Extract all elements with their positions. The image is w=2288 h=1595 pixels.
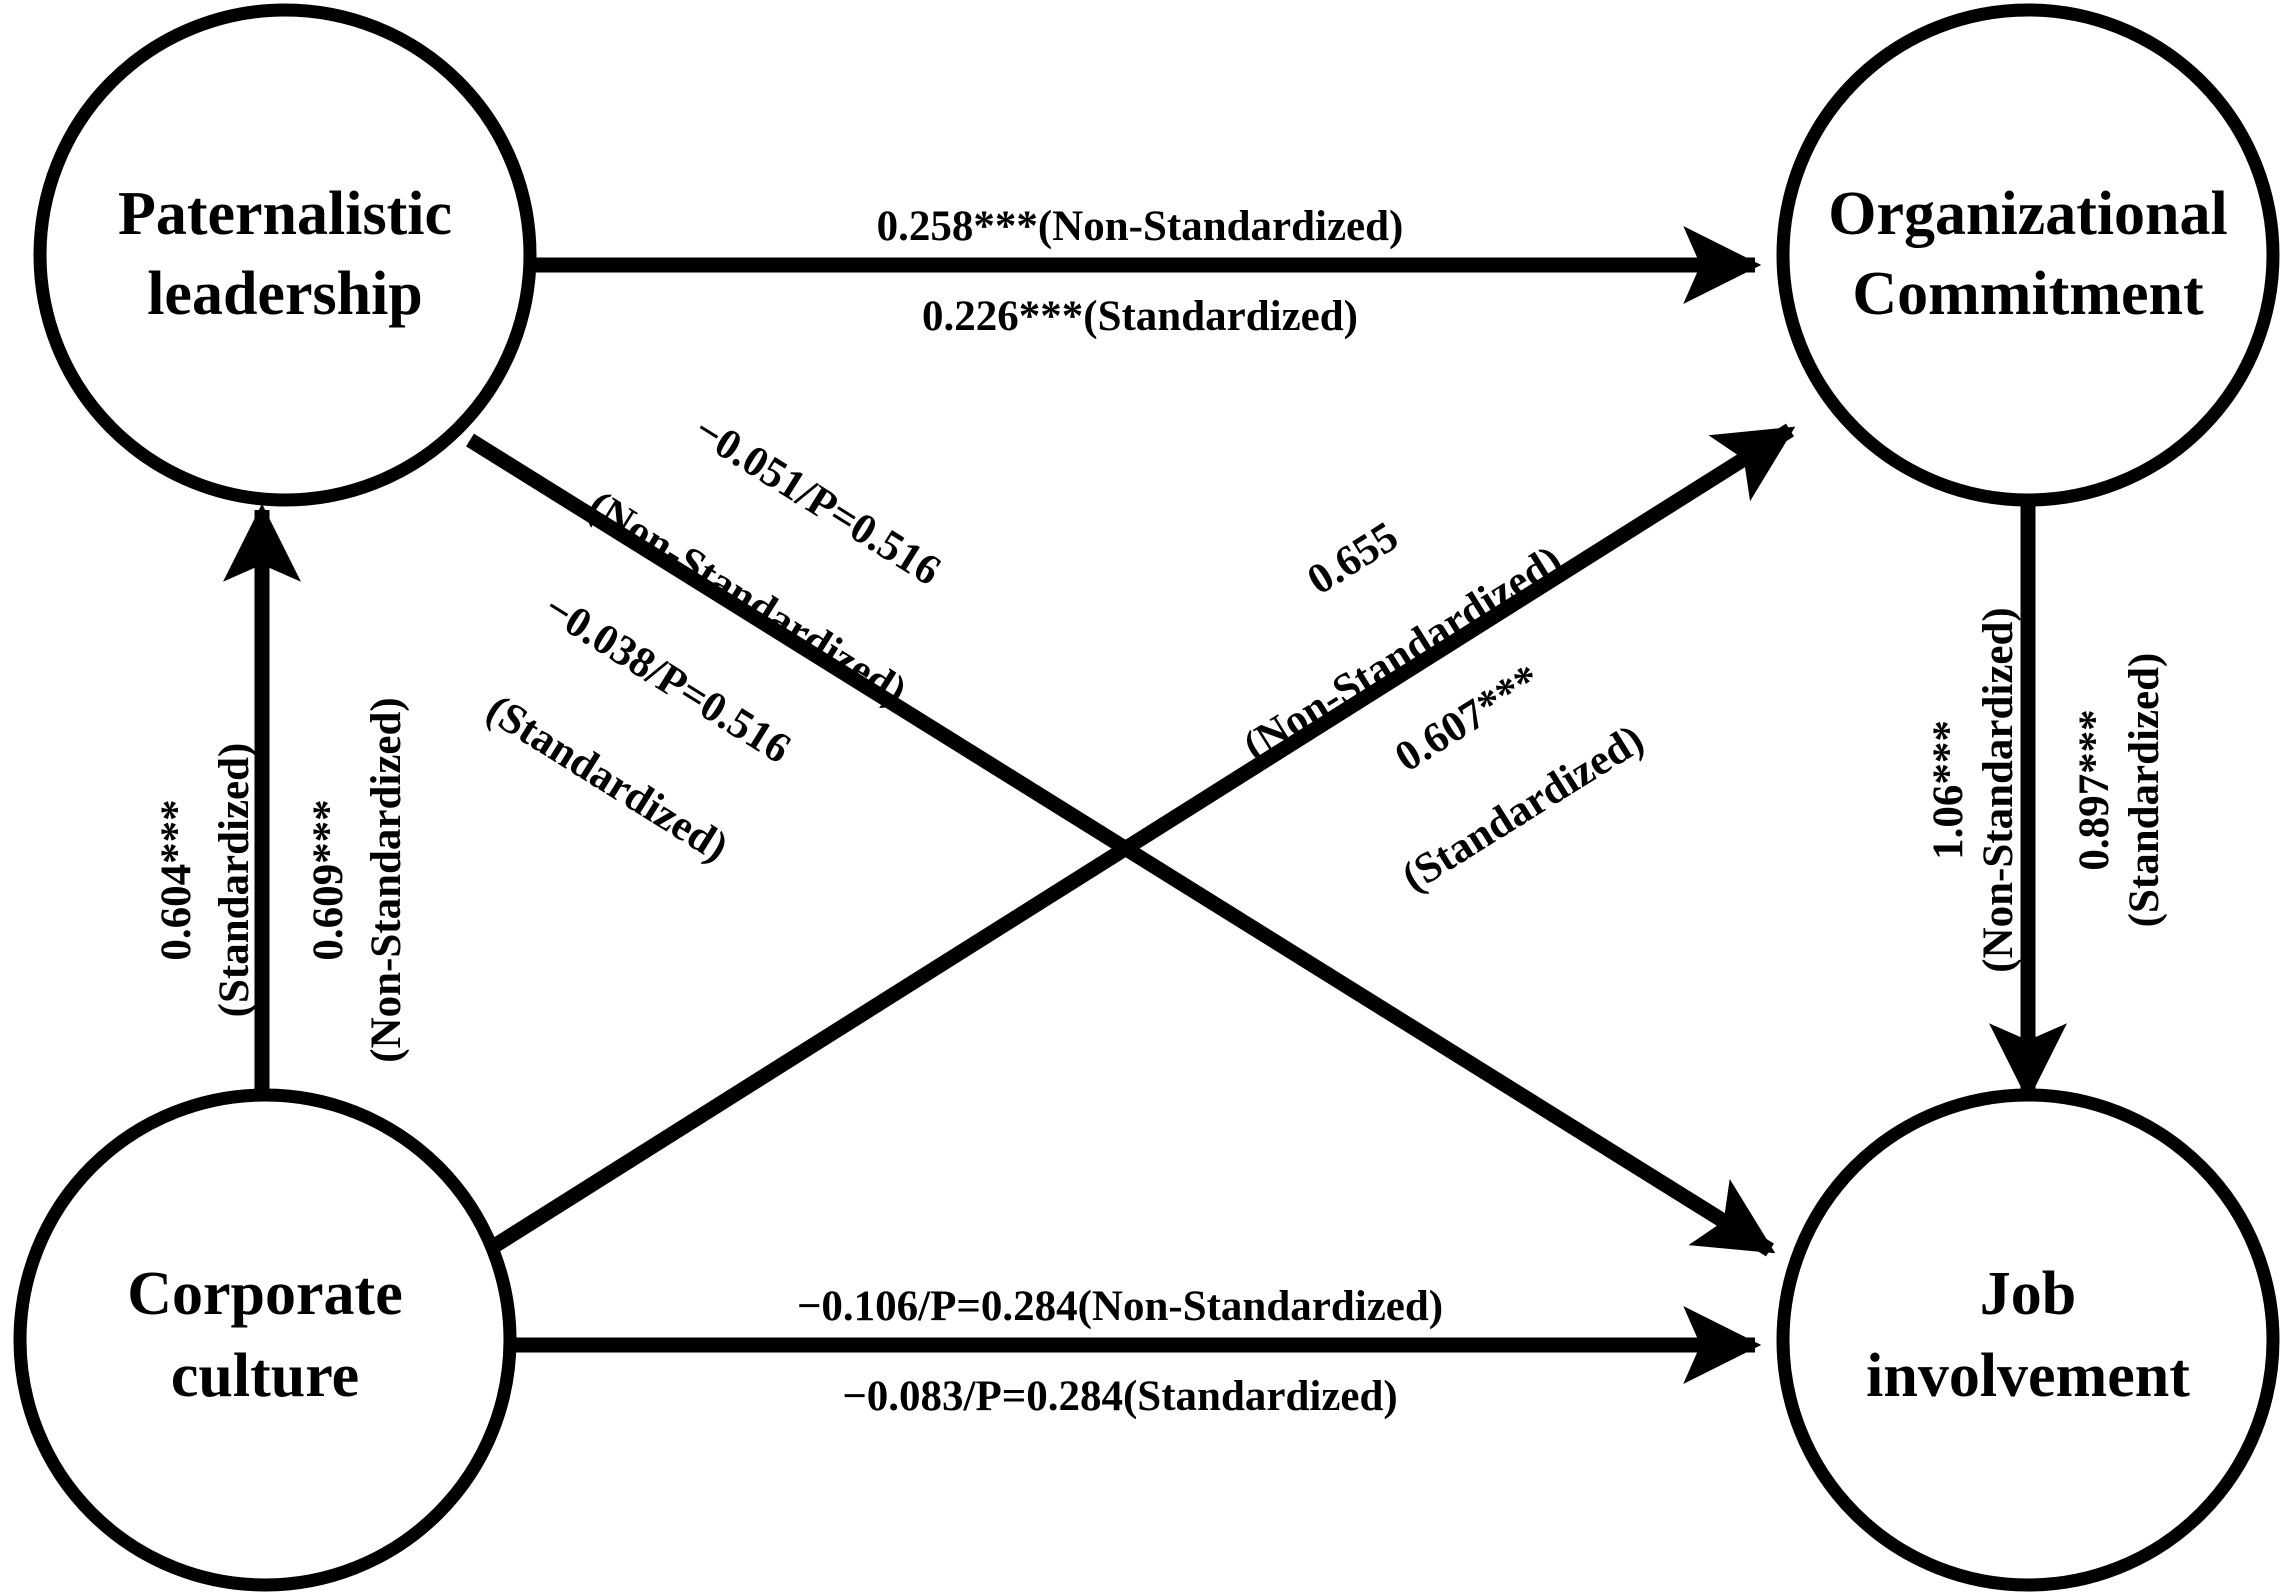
node-corporate-culture[interactable]: Corporate culture [13,1088,517,1592]
node-circle-corporate-culture[interactable] [13,1088,517,1592]
node-circle-organizational-commitment[interactable] [1776,3,2280,507]
node-label-paternalistic-leadership-line2: leadership [147,260,423,328]
node-label-job-involvement-line1: Job [1980,1260,2076,1328]
edge-label-oc-to-ji-value-nonstandardized: 1.06*** [1925,720,1972,860]
edge-cc-to-pl: 0.604*** (Standardized) 0.609*** (Non-St… [153,503,410,1195]
edge-oc-to-ji: 1.06*** (Non-Standardized) 0.897*** (Sta… [1925,420,2168,1102]
node-circle-paternalistic-leadership[interactable] [33,3,537,507]
node-circle-job-involvement[interactable] [1776,1088,2280,1592]
node-organizational-commitment[interactable]: Organizational Commitment [1776,3,2280,507]
node-label-corporate-culture-line2: culture [171,1342,359,1410]
node-label-corporate-culture-line1: Corporate [127,1260,402,1328]
node-label-organizational-commitment-line1: Organizational [1828,180,2228,248]
edge-cc-to-ji: −0.106/P=0.284(Non-Standardized) −0.083/… [505,1283,1762,1420]
node-label-organizational-commitment-line2: Commitment [1852,260,2204,328]
node-label-job-involvement-line2: involvement [1866,1342,2190,1410]
edge-label-cc-to-pl-type-standardized: (Standardized) [211,743,258,1018]
edge-line-cc-to-oc [476,423,1796,1262]
node-job-involvement[interactable]: Job involvement [1776,1088,2280,1592]
edge-label-cc-to-ji-above: −0.106/P=0.284(Non-Standardized) [797,1283,1443,1330]
edge-label-cc-to-ji-below: −0.083/P=0.284(Standardized) [842,1373,1397,1420]
edge-label-cc-to-oc-nonstd-value: 0.655 [1299,513,1406,604]
edge-label-oc-to-ji-value-standardized: 0.897*** [2071,709,2118,870]
edge-label-pl-to-oc-above: 0.258***(Non-Standardized) [877,203,1404,250]
edge-label-cc-to-pl-value-nonstandardized: 0.609*** [305,799,352,960]
edge-pl-to-oc: 0.258***(Non-Standardized) 0.226***(Stan… [510,203,1762,340]
edge-label-pl-to-oc-below: 0.226***(Standardized) [922,293,1358,340]
edge-label-cc-to-pl-value-standardized: 0.604*** [153,799,200,960]
node-paternalistic-leadership[interactable]: Paternalistic leadership [33,3,537,507]
edge-label-cc-to-pl-type-nonstandardized: (Non-Standardized) [363,697,410,1063]
edge-label-oc-to-ji-type-standardized: (Standardized) [2121,653,2168,928]
node-label-paternalistic-leadership-line1: Paternalistic [118,180,452,248]
edge-pl-to-ji: −0.051/P=0.516 (Non-Standardized) −0.038… [466,406,1776,1257]
edge-label-oc-to-ji-type-nonstandardized: (Non-Standardized) [1975,607,2022,973]
